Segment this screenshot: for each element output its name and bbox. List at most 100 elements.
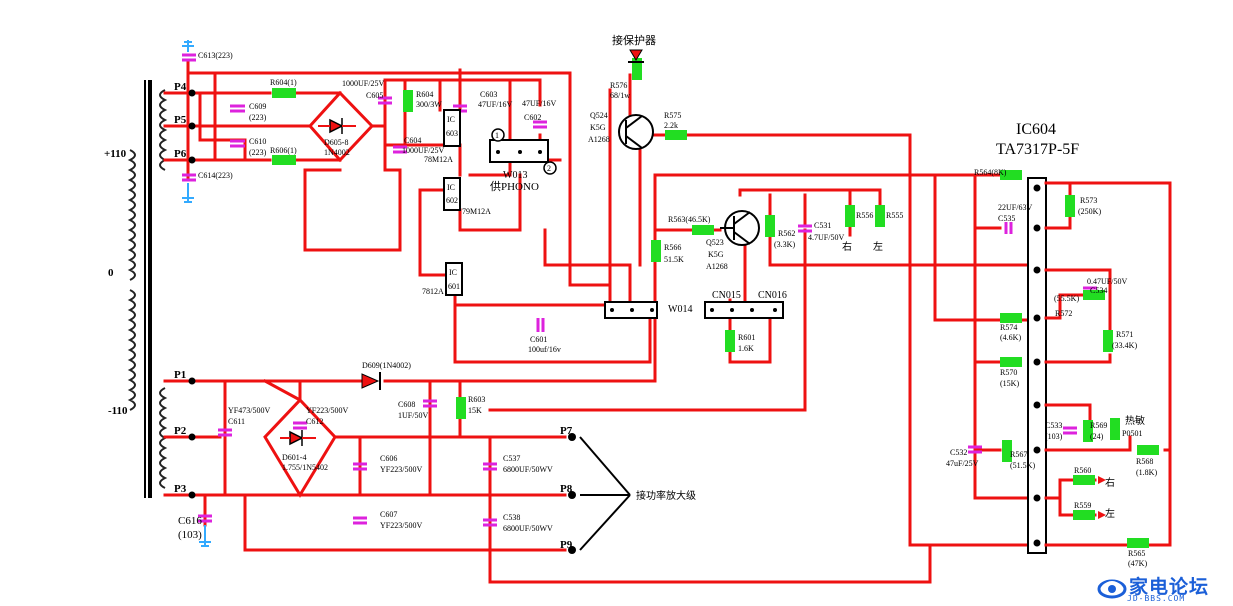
resistor-r601 [725,330,735,352]
resistor-r564 [1000,170,1022,180]
tap-p1: P1 [174,369,186,381]
ic602 [443,177,461,211]
out-p9: P9 [560,539,573,551]
primary-zero-label: 0 [108,267,114,279]
ic603-t2: 603 [446,129,458,138]
ic602-t1: IC [447,183,455,192]
ic603 [443,109,461,147]
svg-text:C606: C606 [380,454,397,463]
svg-text:300/3W: 300/3W [416,100,442,109]
primary-coil-upper [127,149,136,281]
svg-text:1.755/1N5402: 1.755/1N5402 [282,463,328,472]
resistor-r563 [692,225,714,235]
svg-text:R603: R603 [468,395,485,404]
transistor-q524 [618,114,654,150]
svg-text:R575: R575 [664,111,681,120]
resistor-r560 [1073,475,1095,485]
resistor-r604 [403,90,413,112]
svg-text:YF223/500V: YF223/500V [380,521,422,530]
primary-coil-lower [127,289,136,411]
resistor-r562 [765,215,775,237]
svg-text:R576: R576 [610,81,627,90]
ic603-t1: IC [447,115,455,124]
svg-text:(24): (24) [1090,432,1104,441]
svg-text:C610: C610 [249,137,266,146]
svg-text:(15K): (15K) [1000,379,1019,388]
svg-text:Q524: Q524 [590,111,608,120]
output-note: 接功率放大级 [636,489,696,502]
svg-text:A1268: A1268 [588,135,610,144]
svg-text:D601-4: D601-4 [282,453,306,462]
w014-label: W014 [668,304,692,315]
ic601 [445,262,463,296]
svg-text:(103): (103) [178,529,202,541]
svg-text:1N4002: 1N4002 [324,148,350,157]
diodes [280,49,644,446]
resistor-r603 [456,397,466,419]
upper-wiring [163,58,652,364]
transformer: +110 0 -110 [104,80,168,498]
svg-text:2: 2 [547,164,551,173]
svg-text:C608: C608 [398,400,415,409]
svg-text:(33.4K): (33.4K) [1112,341,1137,350]
resistor-r573 [1065,195,1075,217]
svg-text:C603: C603 [480,90,497,99]
resistor-r565 [1127,538,1149,548]
svg-text:(55.5K): (55.5K) [1054,294,1079,303]
svg-text:C611: C611 [228,417,245,426]
svg-text:22UF/63V: 22UF/63V [998,203,1032,212]
logo-swirl-icon [1097,579,1127,599]
reg603: 78M12A [424,155,453,164]
svg-text:C614(223): C614(223) [198,171,233,180]
resistor-r574 [1000,313,1022,323]
out-p7: P7 [560,425,573,437]
svg-text:47UF/16V: 47UF/16V [478,100,512,109]
diode-d609 [361,372,381,390]
capacitor-c604 [393,145,407,154]
svg-text:R566: R566 [664,243,681,252]
svg-text:R569: R569 [1090,421,1107,430]
svg-text:P0501: P0501 [1122,429,1142,438]
svg-text:2.2k: 2.2k [664,121,678,130]
svg-text:100uf/16v: 100uf/16v [528,345,561,354]
svg-text:R556: R556 [856,211,873,220]
svg-text:左: 左 [1105,507,1115,520]
tap-p2: P2 [174,425,187,437]
capacitor-c535 [1004,222,1013,234]
transistors [618,114,760,246]
reg601: 7812A [422,287,444,296]
svg-text:R555: R555 [886,211,903,220]
svg-text:51.5K: 51.5K [664,255,684,264]
svg-text:R560: R560 [1074,466,1091,475]
resistor-r555 [875,205,885,227]
svg-text:C605: C605 [366,91,383,100]
svg-text:R573: R573 [1080,196,1097,205]
capacitor-c605 [378,96,392,105]
logo-url: JD-BBS.COM [1127,594,1186,603]
phono-note: 供PHONO [490,179,539,193]
svg-text:YF223/500V: YF223/500V [306,406,348,415]
capacitor-c606 [353,462,367,471]
svg-text:C601: C601 [530,335,547,344]
svg-text:R563(46.5K): R563(46.5K) [668,215,711,224]
output-arrows [1098,476,1106,519]
svg-text:C532: C532 [950,448,967,457]
svg-text:(51.5K): (51.5K) [1010,461,1035,470]
tap-p6: P6 [174,148,187,160]
svg-text:C538: C538 [503,513,520,522]
ic604-area [973,177,1172,554]
svg-text:R562: R562 [778,229,795,238]
resistor-r604-1 [272,88,296,98]
connector-cn015-cn016 [704,301,784,319]
svg-text:(103): (103) [1045,432,1063,441]
svg-text:C537: C537 [503,454,520,463]
svg-text:R574: R574 [1000,323,1017,332]
primary-plus-label: +110 [104,148,127,160]
svg-text:(4.6K): (4.6K) [1000,333,1021,342]
bridge-d601 [280,430,316,446]
transistor-q523 [720,210,760,246]
capacitor-c533 [1063,426,1077,435]
capacitor-c616 [198,514,212,523]
svg-text:(47K): (47K) [1128,559,1147,568]
